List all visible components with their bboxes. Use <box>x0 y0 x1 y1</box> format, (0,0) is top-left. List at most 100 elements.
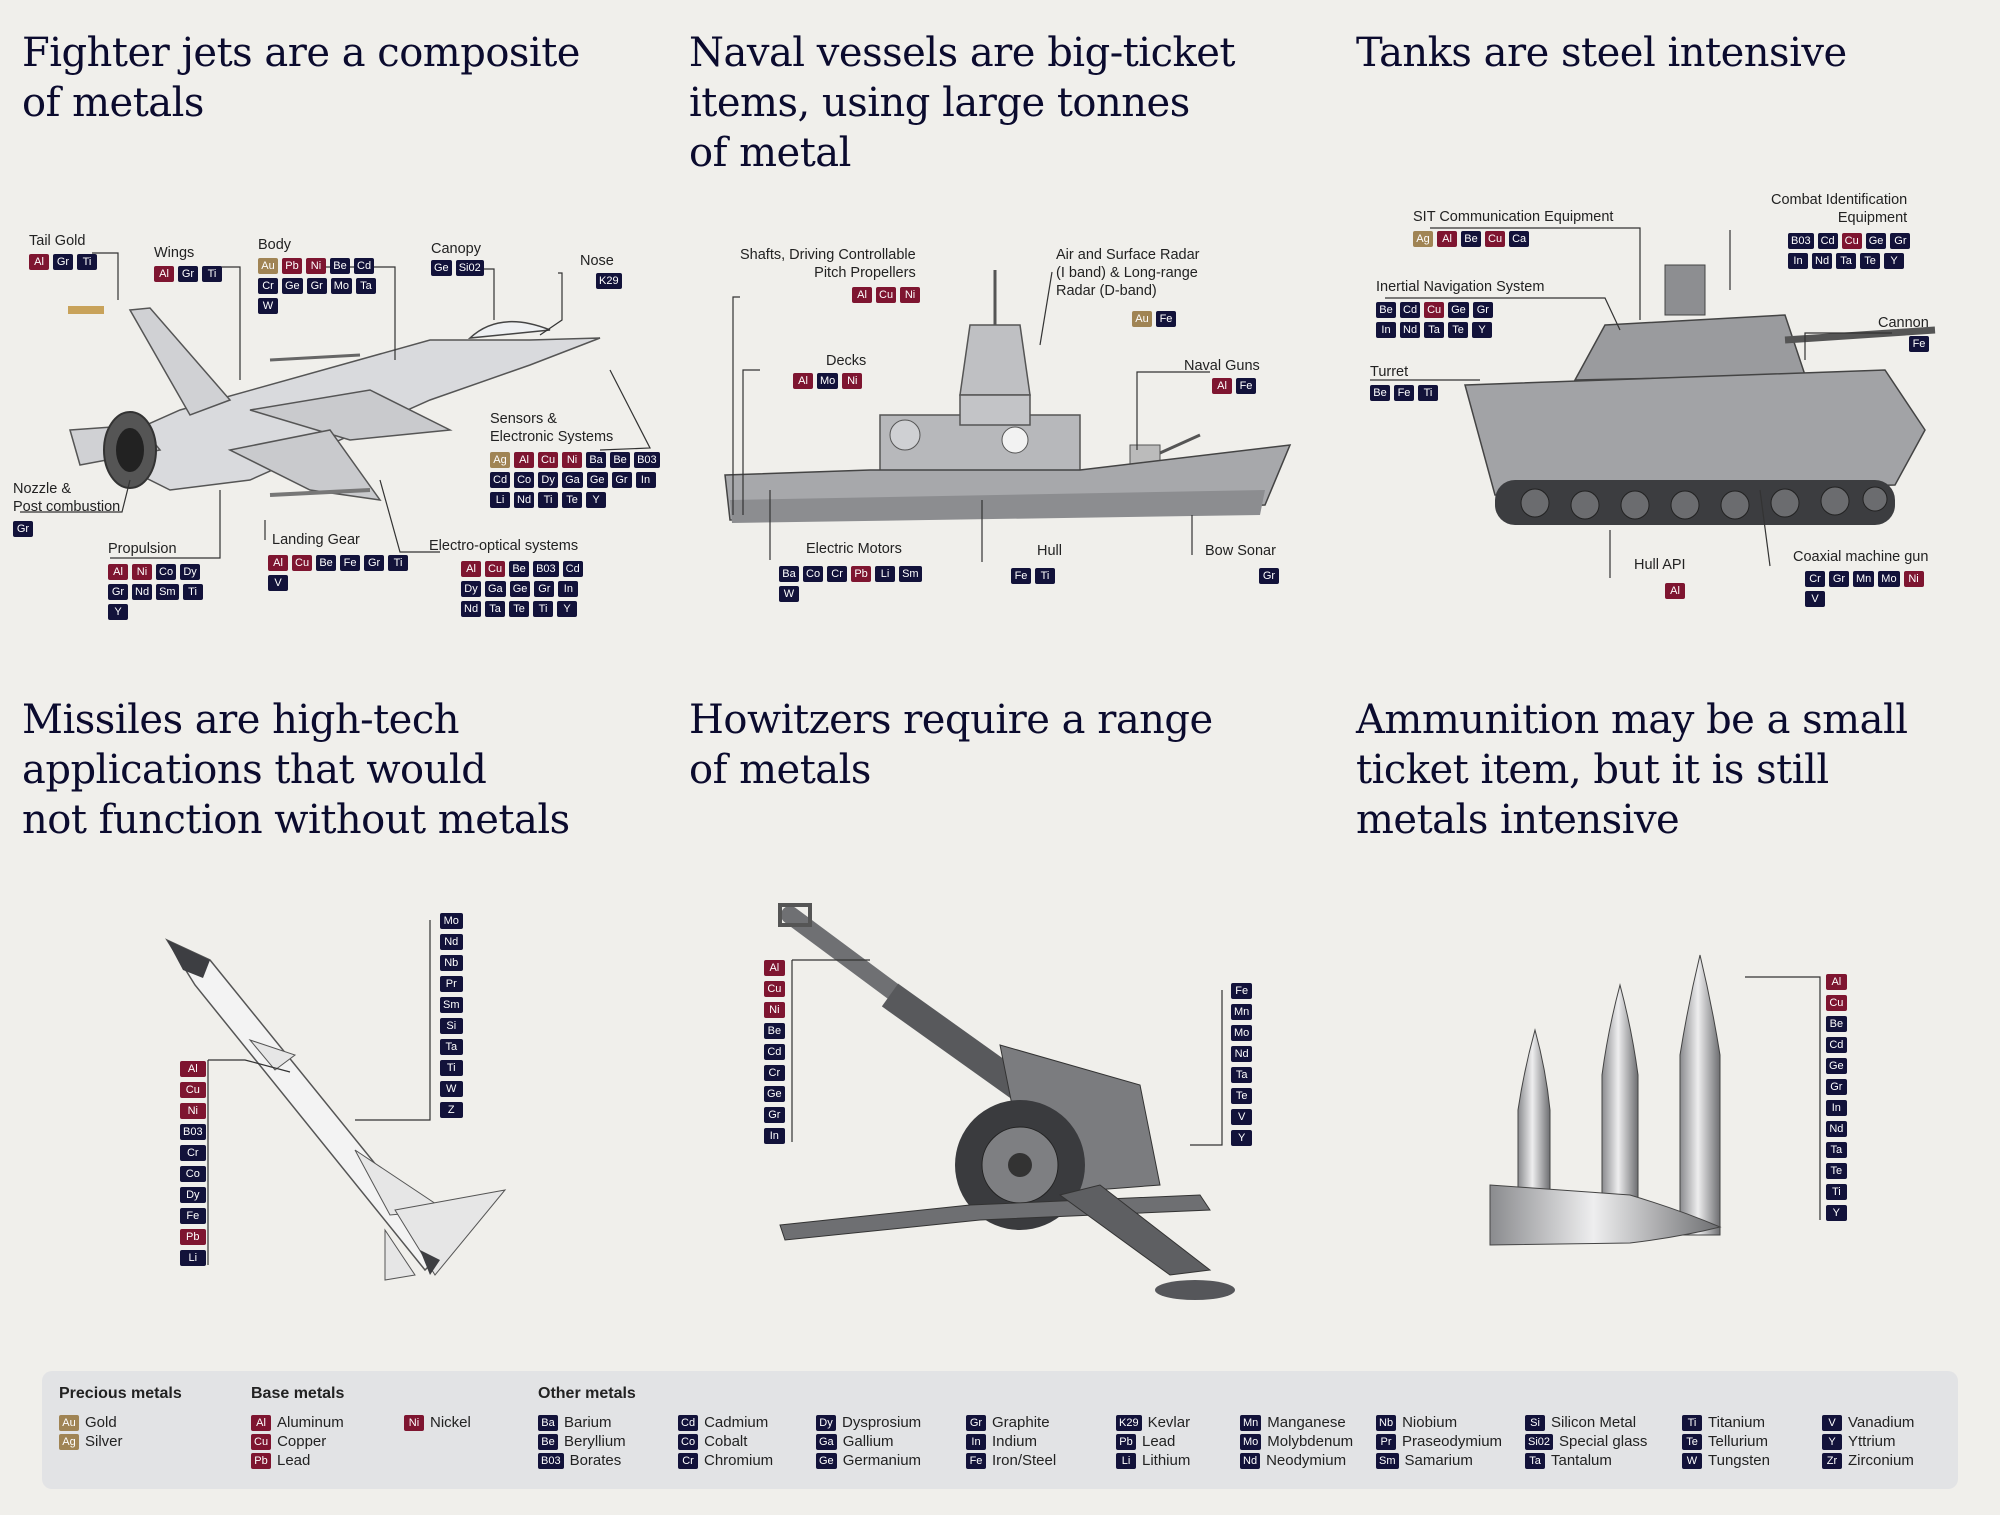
metal-tag-nd: Nd <box>461 601 482 617</box>
metal-tag-mo: Mo <box>330 278 352 294</box>
tank-ins-label: Inertial Navigation System <box>1376 279 1545 295</box>
legend-item-name: Special glass <box>1559 1433 1648 1450</box>
legend-item-name: Copper <box>277 1433 327 1450</box>
metal-tag-cd: Cd <box>1400 302 1421 318</box>
metal-tag-fe: Fe <box>340 555 361 571</box>
metal-tag-al: Al <box>1826 974 1847 990</box>
metal-tag-pb: Pb <box>851 566 872 582</box>
metal-tag-nb: Nb <box>440 955 463 971</box>
metal-tag-cu: Cu <box>1424 302 1445 318</box>
metal-tag-ni: Ni <box>404 1414 424 1431</box>
metal-tag-cd: Cd <box>764 1044 785 1060</box>
legend-item-name: Tungsten <box>1708 1452 1770 1469</box>
metal-tag-nd: Nd <box>1826 1121 1847 1137</box>
metal-tag-pb: Pb <box>282 258 302 274</box>
naval-guns-label: Naval Guns <box>1184 358 1260 374</box>
metal-tag-cr: Cr <box>258 278 278 294</box>
legend-item: W Tungsten <box>1682 1451 1770 1470</box>
metal-tag-pr: Pr <box>1376 1433 1396 1450</box>
legend-item-name: Lead <box>1142 1433 1176 1450</box>
metal-tag-si: Si <box>1525 1414 1545 1431</box>
metal-tag-fe: Fe <box>1011 568 1031 584</box>
metal-tag-v: V <box>1822 1414 1842 1431</box>
missile-title: Missiles are high-tech applications that… <box>22 697 570 843</box>
legend-item-name: Tellurium <box>1708 1433 1769 1450</box>
metal-tag-ni: Ni <box>900 287 921 303</box>
metal-tag-in: In <box>1826 1100 1847 1116</box>
legend-item-name: Beryllium <box>564 1433 626 1450</box>
metal-tag-ti: Ti <box>1682 1414 1702 1431</box>
metal-tag-te: Te <box>1826 1163 1847 1179</box>
fighter-propulsion-label: Propulsion <box>108 541 177 557</box>
metal-tag-al: Al <box>1437 231 1457 247</box>
metal-tag-al: Al <box>1665 583 1685 599</box>
metal-tag-ba: Ba <box>538 1414 558 1431</box>
metal-tag-mo: Mo <box>817 373 839 389</box>
metal-tag-te: Te <box>509 601 530 617</box>
metal-tag-w: W <box>1682 1452 1702 1469</box>
metal-tag-sm: Sm <box>156 584 179 600</box>
metal-tag-ti: Ti <box>77 254 97 270</box>
metal-tag-gr: Gr <box>108 584 128 600</box>
tank-cannon-label: Cannon <box>1878 315 1929 331</box>
metal-tag-ge: Ge <box>1865 233 1887 249</box>
metal-tag-al: Al <box>29 254 49 270</box>
fighter-nozzle-label: Nozzle & Post combustion <box>13 481 121 515</box>
naval-radar-label: Air and Surface Radar (I band) & Long-ra… <box>1056 247 1200 299</box>
metal-tag-te: Te <box>1448 322 1469 338</box>
metal-tag-te: Te <box>562 492 583 508</box>
metal-tag-ti: Ti <box>440 1060 463 1076</box>
metal-tag-al: Al <box>108 564 128 580</box>
fighter-body-label: Body <box>258 237 292 253</box>
metal-tag-dy: Dy <box>538 472 559 488</box>
metal-tag-ba: Ba <box>779 566 799 582</box>
metal-tag-nd: Nd <box>440 934 463 950</box>
ammunition-illustration <box>1489 954 1722 1246</box>
fighter-nose-tags: K29 <box>596 273 636 289</box>
metal-tag-ta: Ta <box>485 601 506 617</box>
metal-tag-nb: Nb <box>1376 1414 1397 1431</box>
metal-tag-be: Be <box>610 452 631 468</box>
legend-item-name: Cadmium <box>704 1414 769 1431</box>
metal-tag-in: In <box>558 581 579 597</box>
metal-tag-al: Al <box>154 266 174 282</box>
ammo-title: Ammunition may be a small ticket item, b… <box>1356 697 1908 843</box>
metal-tag-b03: B03 <box>180 1124 206 1140</box>
legend-item-name: Gold <box>85 1414 117 1431</box>
metal-tag-si: Si <box>440 1018 463 1034</box>
naval-shafts-label: Shafts, Driving Controllable Pitch Prope… <box>740 247 916 281</box>
metal-tag-ga: Ga <box>485 581 506 597</box>
metal-tag-y: Y <box>1472 322 1493 338</box>
metal-tag-ta: Ta <box>355 278 376 294</box>
legend-item-name: Praseodymium <box>1402 1433 1503 1450</box>
metal-tag-li: Li <box>875 566 896 582</box>
tank-cannon-tags: Fe <box>1909 336 1949 352</box>
metal-tag-in: In <box>1376 322 1396 338</box>
legend-item-name: Indium <box>992 1433 1038 1450</box>
legend-item-name: Dysprosium <box>842 1414 922 1431</box>
metal-tag-nd: Nd <box>1231 1046 1253 1062</box>
metal-tag-nd: Nd <box>1812 253 1833 269</box>
metal-tag-cu: Cu <box>1485 231 1506 247</box>
metal-tag-nd: Nd <box>1240 1452 1261 1469</box>
metal-tag-w: W <box>440 1081 463 1097</box>
